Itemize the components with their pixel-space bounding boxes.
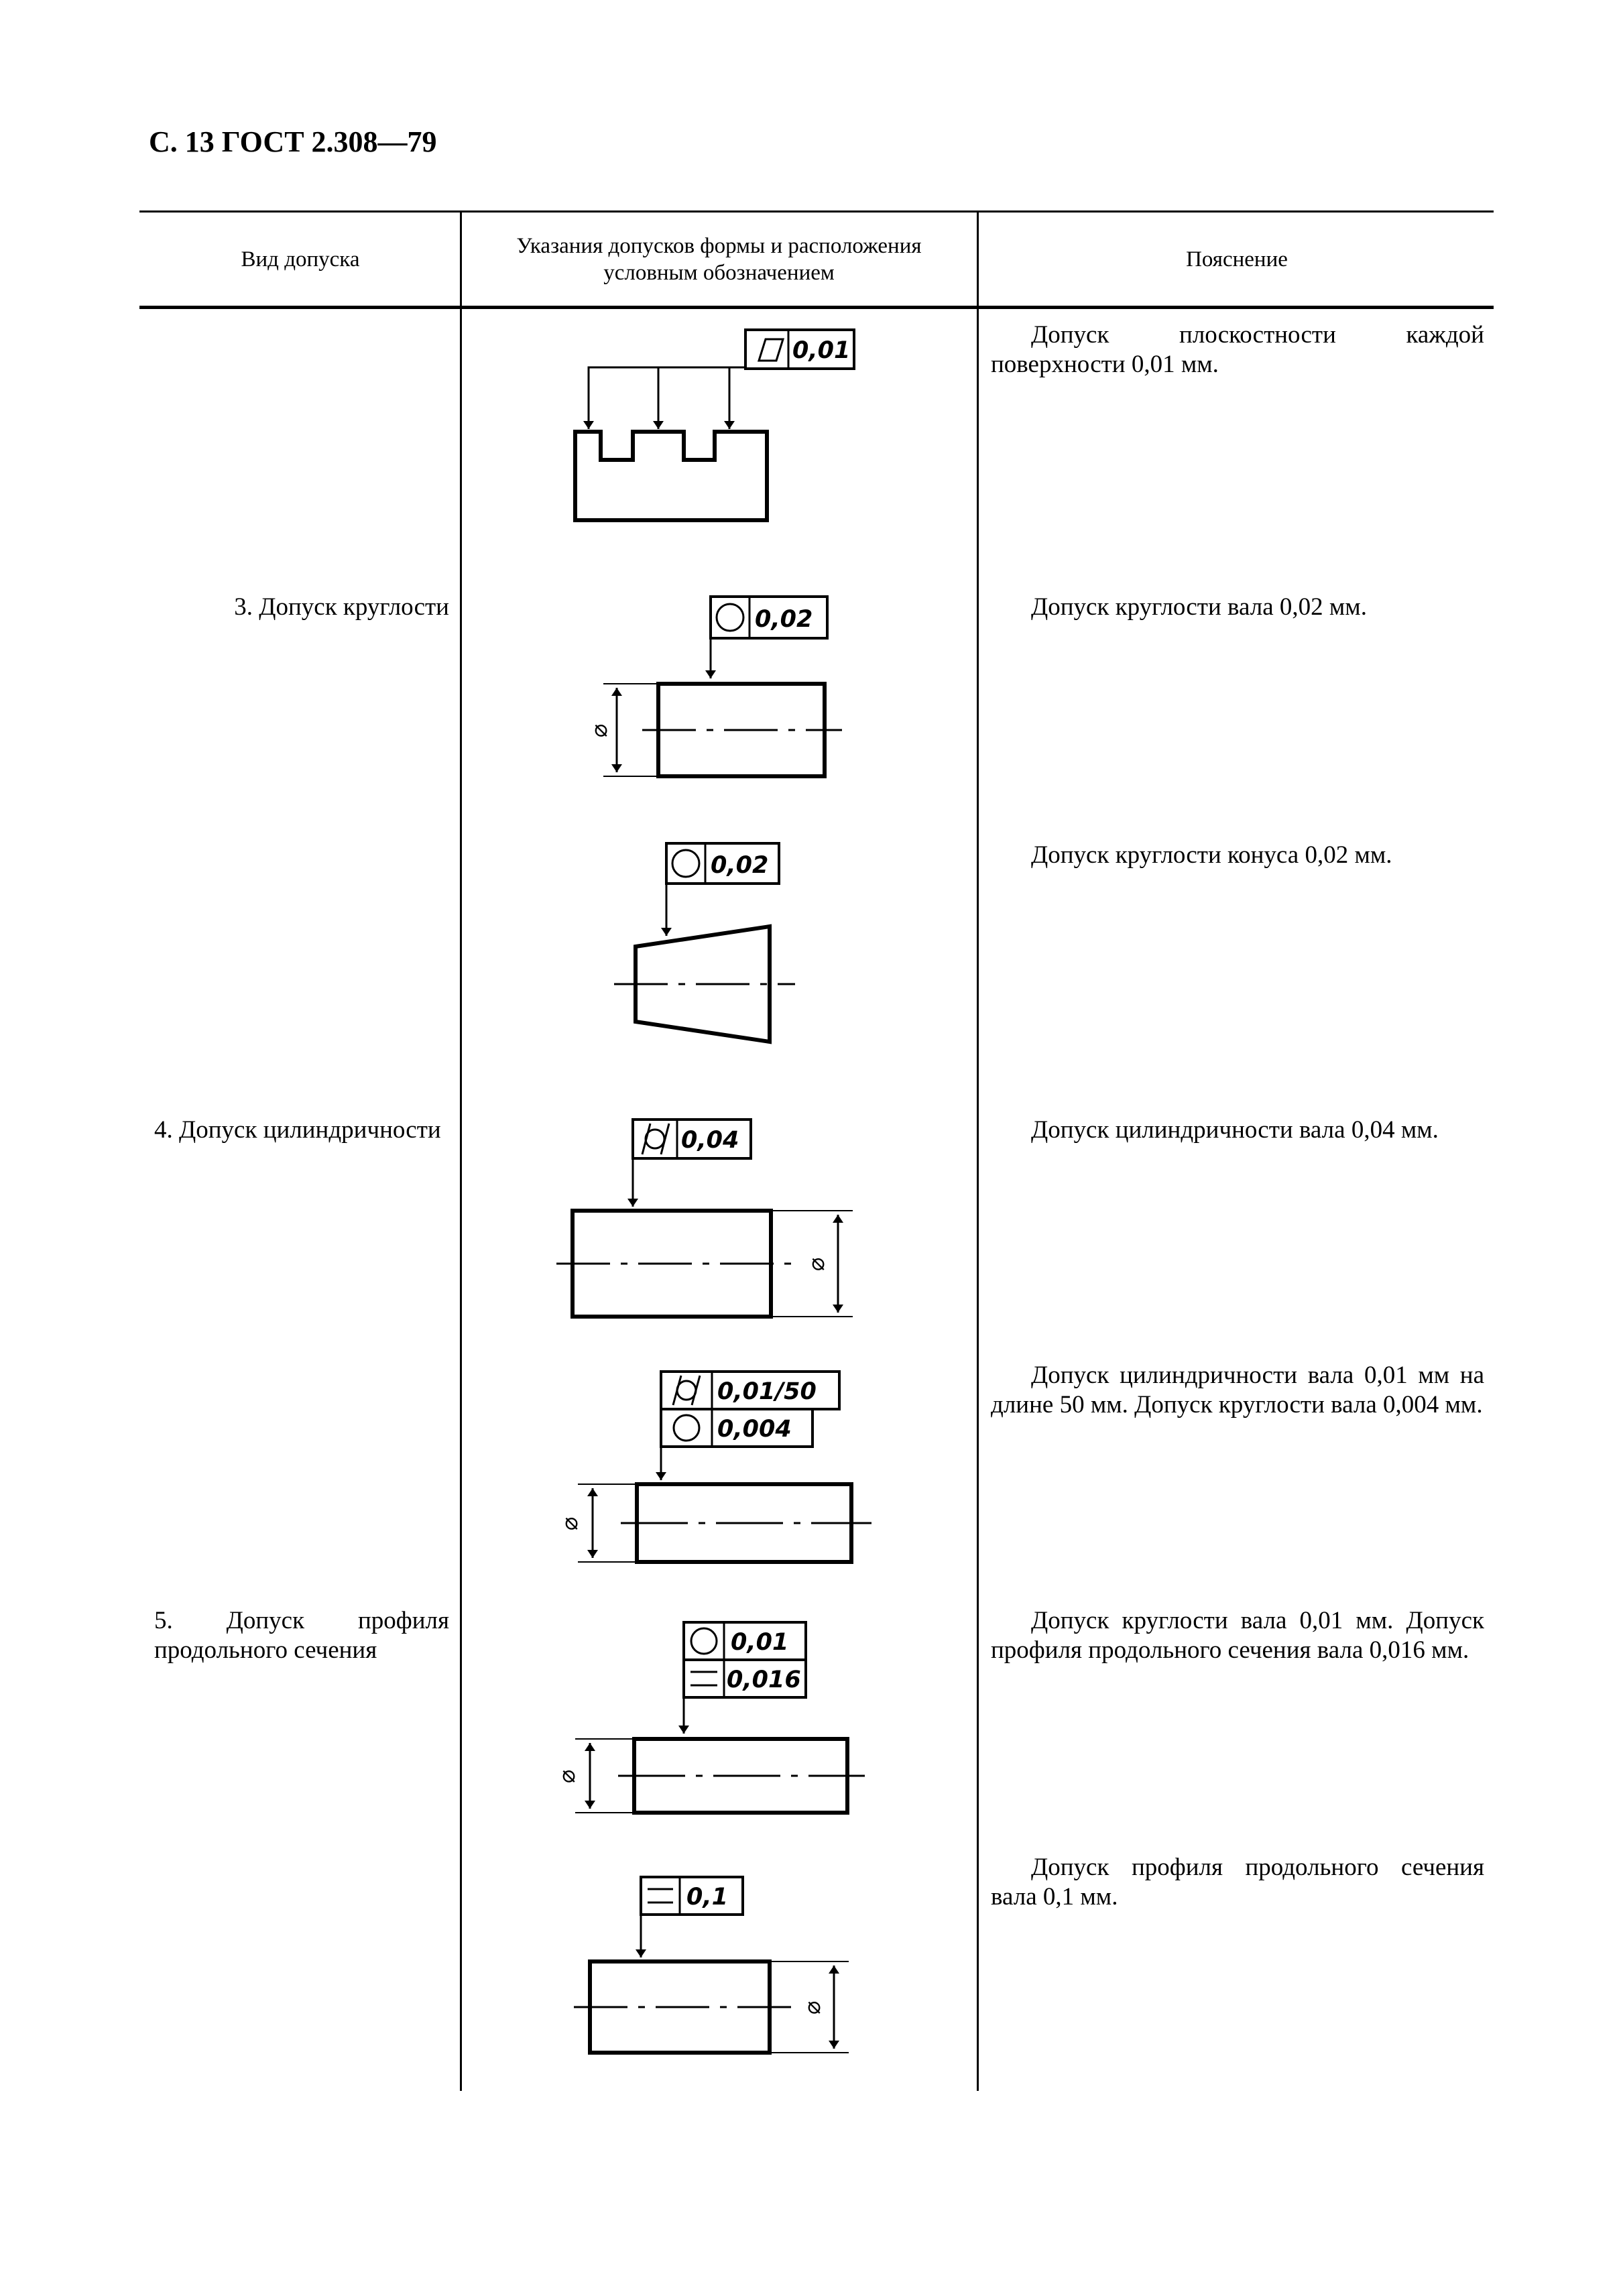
cylindricity-icon bbox=[672, 1375, 701, 1406]
roundness-icon bbox=[672, 1414, 701, 1442]
column-header-indication: Указания допусков формы и расположения у… bbox=[516, 234, 922, 285]
column-header-explanation: Пояснение bbox=[1186, 247, 1288, 271]
explanation-roundness-shaft: Допуск круглости вала 0,02 мм. bbox=[1031, 593, 1367, 621]
roundness-icon bbox=[715, 603, 745, 632]
frame-roundness-01-value: 0,01 bbox=[731, 1629, 788, 1656]
frame-profile-01-value: 0,1 bbox=[686, 1884, 728, 1911]
frame-cylindricity-50: 0,01/50 bbox=[660, 1370, 841, 1410]
column-header-type: Вид допуска bbox=[241, 247, 360, 271]
page-header: С. 13 ГОСТ 2.308—79 bbox=[149, 125, 437, 158]
explanation-cylindricity-roundness: Допуск цилиндричности вала 0,01 мм на дл… bbox=[991, 1362, 1484, 1418]
explanation-flatness: Допуск плоскостности каждой поверхности … bbox=[991, 321, 1484, 378]
frame-roundness-cone-value: 0,02 bbox=[711, 852, 768, 879]
diameter-sign-1: ⌀ bbox=[586, 724, 613, 738]
drawing-roundness-cone: 0,02 bbox=[614, 842, 795, 1044]
table-top-rule bbox=[139, 210, 1494, 213]
explanation-cylindricity: Допуск цилиндричности вала 0,04 мм. bbox=[1031, 1116, 1439, 1144]
cylindricity-icon bbox=[641, 1123, 670, 1155]
frame-roundness-01: 0,01 bbox=[682, 1621, 807, 1661]
diameter-sign-4: ⌀ bbox=[554, 1770, 581, 1784]
frame-profile-016: 0,016 bbox=[682, 1658, 807, 1699]
table-header-rule bbox=[139, 306, 1494, 309]
frame-roundness-004: 0,004 bbox=[660, 1408, 814, 1448]
frame-profile-01: 0,1 bbox=[640, 1876, 744, 1916]
roundness-icon bbox=[671, 849, 701, 878]
frame-roundness-shaft-value: 0,02 bbox=[755, 606, 813, 633]
drawing-profile: 0,1 ⌀ bbox=[574, 1876, 849, 2055]
diameter-sign-3: ⌀ bbox=[556, 1517, 583, 1531]
frame-roundness-cone: 0,02 bbox=[665, 842, 780, 885]
drawing-cylindricity: 0,04 ⌀ bbox=[556, 1118, 853, 1319]
type-cylindricity: 4. Допуск цилиндричности bbox=[154, 1116, 441, 1144]
frame-flatness: 0,01 bbox=[744, 328, 855, 370]
frame-roundness-004-value: 0,004 bbox=[717, 1416, 792, 1443]
flatness-icon bbox=[757, 338, 785, 362]
drawing-flatness: 0,01 bbox=[573, 328, 855, 522]
drawing-roundness-shaft: 0,02 ⌀ bbox=[586, 595, 842, 778]
explanation-profile: Допуск профиля продольного сечения вала … bbox=[991, 1854, 1484, 1911]
frame-cylindricity: 0,04 bbox=[632, 1118, 752, 1160]
frame-cylindricity-50-value: 0,01/50 bbox=[717, 1378, 817, 1405]
roundness-icon bbox=[690, 1627, 718, 1655]
profile-icon bbox=[648, 1888, 673, 1904]
frame-roundness-shaft: 0,02 bbox=[709, 595, 829, 640]
frame-flatness-value: 0,01 bbox=[792, 337, 850, 364]
explanation-roundness-cone: Допуск круглости конуса 0,02 мм. bbox=[1031, 841, 1392, 869]
column-divider-2 bbox=[977, 210, 979, 2091]
diameter-sign-5: ⌀ bbox=[799, 2001, 826, 2015]
type-roundness: 3. Допуск круглости bbox=[234, 593, 449, 621]
profile-icon bbox=[690, 1671, 717, 1687]
diameter-sign-2: ⌀ bbox=[803, 1258, 830, 1272]
frame-cylindricity-value: 0,04 bbox=[681, 1127, 739, 1154]
column-divider-1 bbox=[460, 210, 462, 2091]
explanation-roundness-profile: Допуск круглости вала 0,01 мм. Допуск пр… bbox=[991, 1607, 1484, 1664]
frame-profile-016-value: 0,016 bbox=[727, 1667, 801, 1693]
type-longitudinal-profile: 5. Допуск профиля продольного сечения bbox=[154, 1607, 449, 1664]
drawing-roundness-profile: 0,01 0,016 ⌀ bbox=[554, 1621, 865, 1815]
drawing-cylindricity-roundness: 0,01/50 0,004 ⌀ bbox=[556, 1370, 871, 1564]
